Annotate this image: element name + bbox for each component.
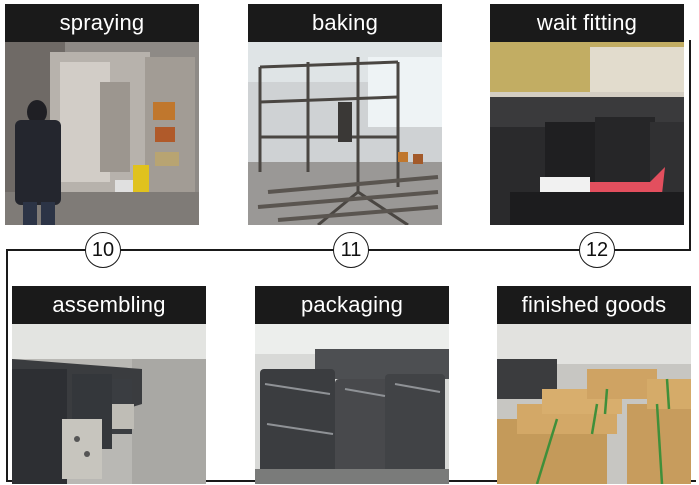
wait-fitting-photo <box>490 42 684 225</box>
assembling-photo <box>12 324 206 484</box>
step-label: finished goods <box>497 286 691 324</box>
step-baking: baking <box>248 4 442 225</box>
step-label: baking <box>248 4 442 42</box>
step-label: assembling <box>12 286 206 324</box>
step-wait-fitting: wait fitting <box>490 4 684 225</box>
baking-photo <box>248 42 442 225</box>
spraying-photo <box>5 42 199 225</box>
step-marker-11: 11 <box>333 232 369 268</box>
flow-line-left-vertical <box>6 249 8 482</box>
step-assembling: assembling <box>12 286 206 484</box>
step-packaging: packaging <box>255 286 449 484</box>
packaging-photo <box>255 324 449 484</box>
step-marker-12: 12 <box>579 232 615 268</box>
finished-goods-photo <box>497 324 691 484</box>
step-marker-10: 10 <box>85 232 121 268</box>
step-label: wait fitting <box>490 4 684 42</box>
step-label: spraying <box>5 4 199 42</box>
step-label: packaging <box>255 286 449 324</box>
step-spraying: spraying <box>5 4 199 225</box>
flow-line-right-vertical <box>689 40 691 251</box>
step-finished-goods: finished goods <box>497 286 691 484</box>
